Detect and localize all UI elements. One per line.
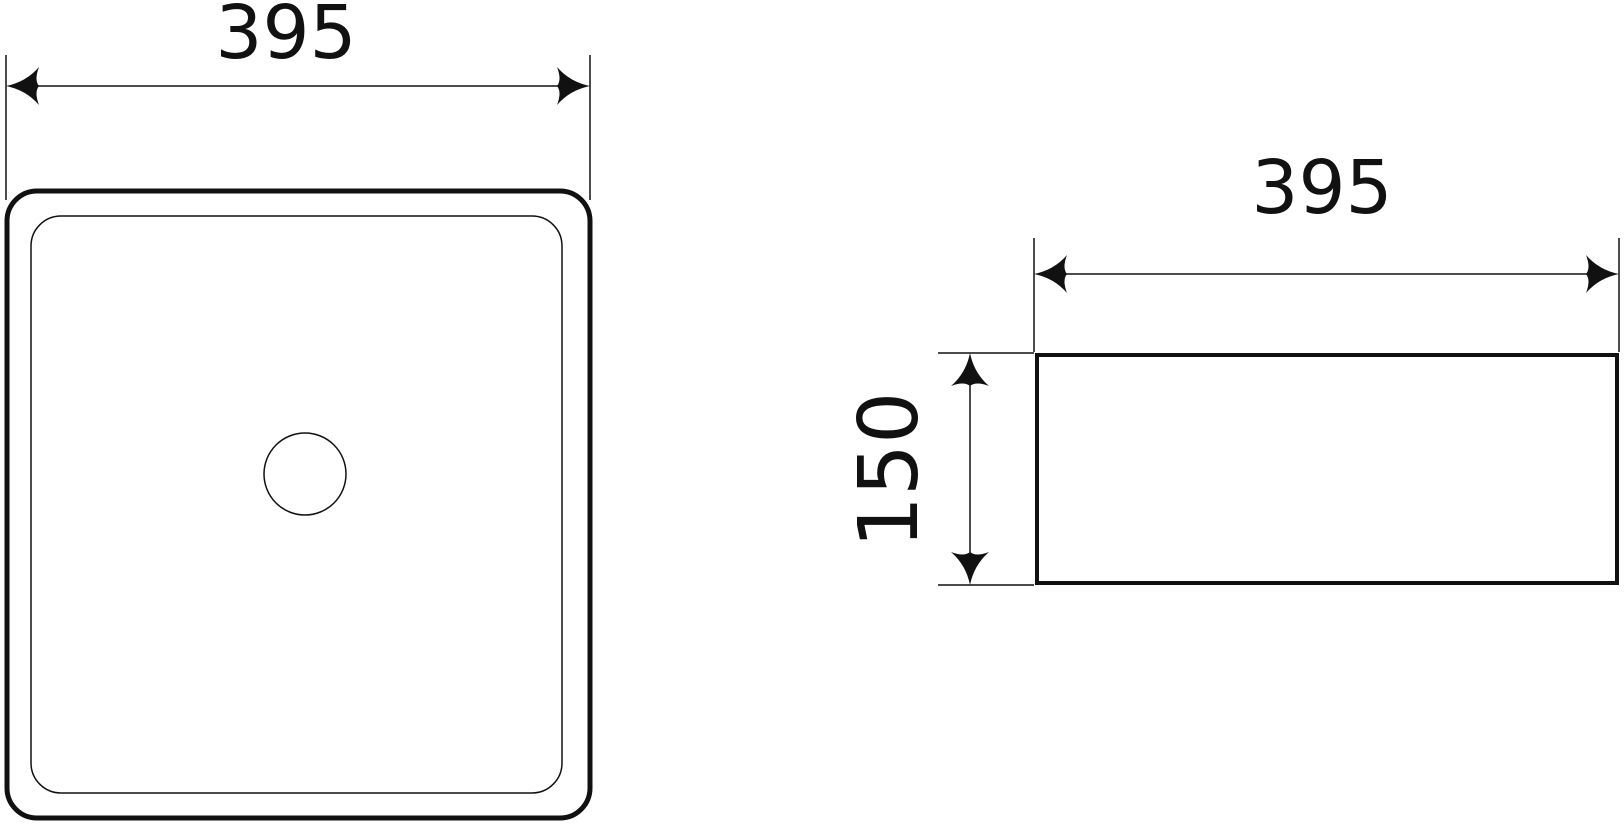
side-view-arrow-right bbox=[1586, 255, 1619, 293]
side-view: 395 150 bbox=[842, 145, 1620, 586]
side-view-arrow-bottom bbox=[951, 552, 989, 585]
side-view-width-dimension bbox=[1034, 255, 1619, 293]
basin-side-profile bbox=[1035, 353, 1619, 585]
top-view-arrow-right bbox=[557, 67, 590, 105]
side-view-arrow-top bbox=[951, 353, 989, 386]
top-view-width-dimension bbox=[6, 67, 590, 105]
side-view-arrow-left bbox=[1034, 255, 1067, 293]
top-view: 395 bbox=[4, 0, 593, 821]
side-view-width-label: 395 bbox=[1251, 145, 1392, 231]
drain-hole bbox=[263, 432, 347, 516]
side-view-height-dimension bbox=[951, 353, 989, 585]
side-view-height-label: 150 bbox=[842, 392, 937, 549]
basin-outer-outline bbox=[4, 188, 593, 821]
basin-inner-outline bbox=[30, 215, 563, 794]
top-view-arrow-left bbox=[6, 67, 39, 105]
top-view-width-label: 395 bbox=[215, 0, 356, 76]
